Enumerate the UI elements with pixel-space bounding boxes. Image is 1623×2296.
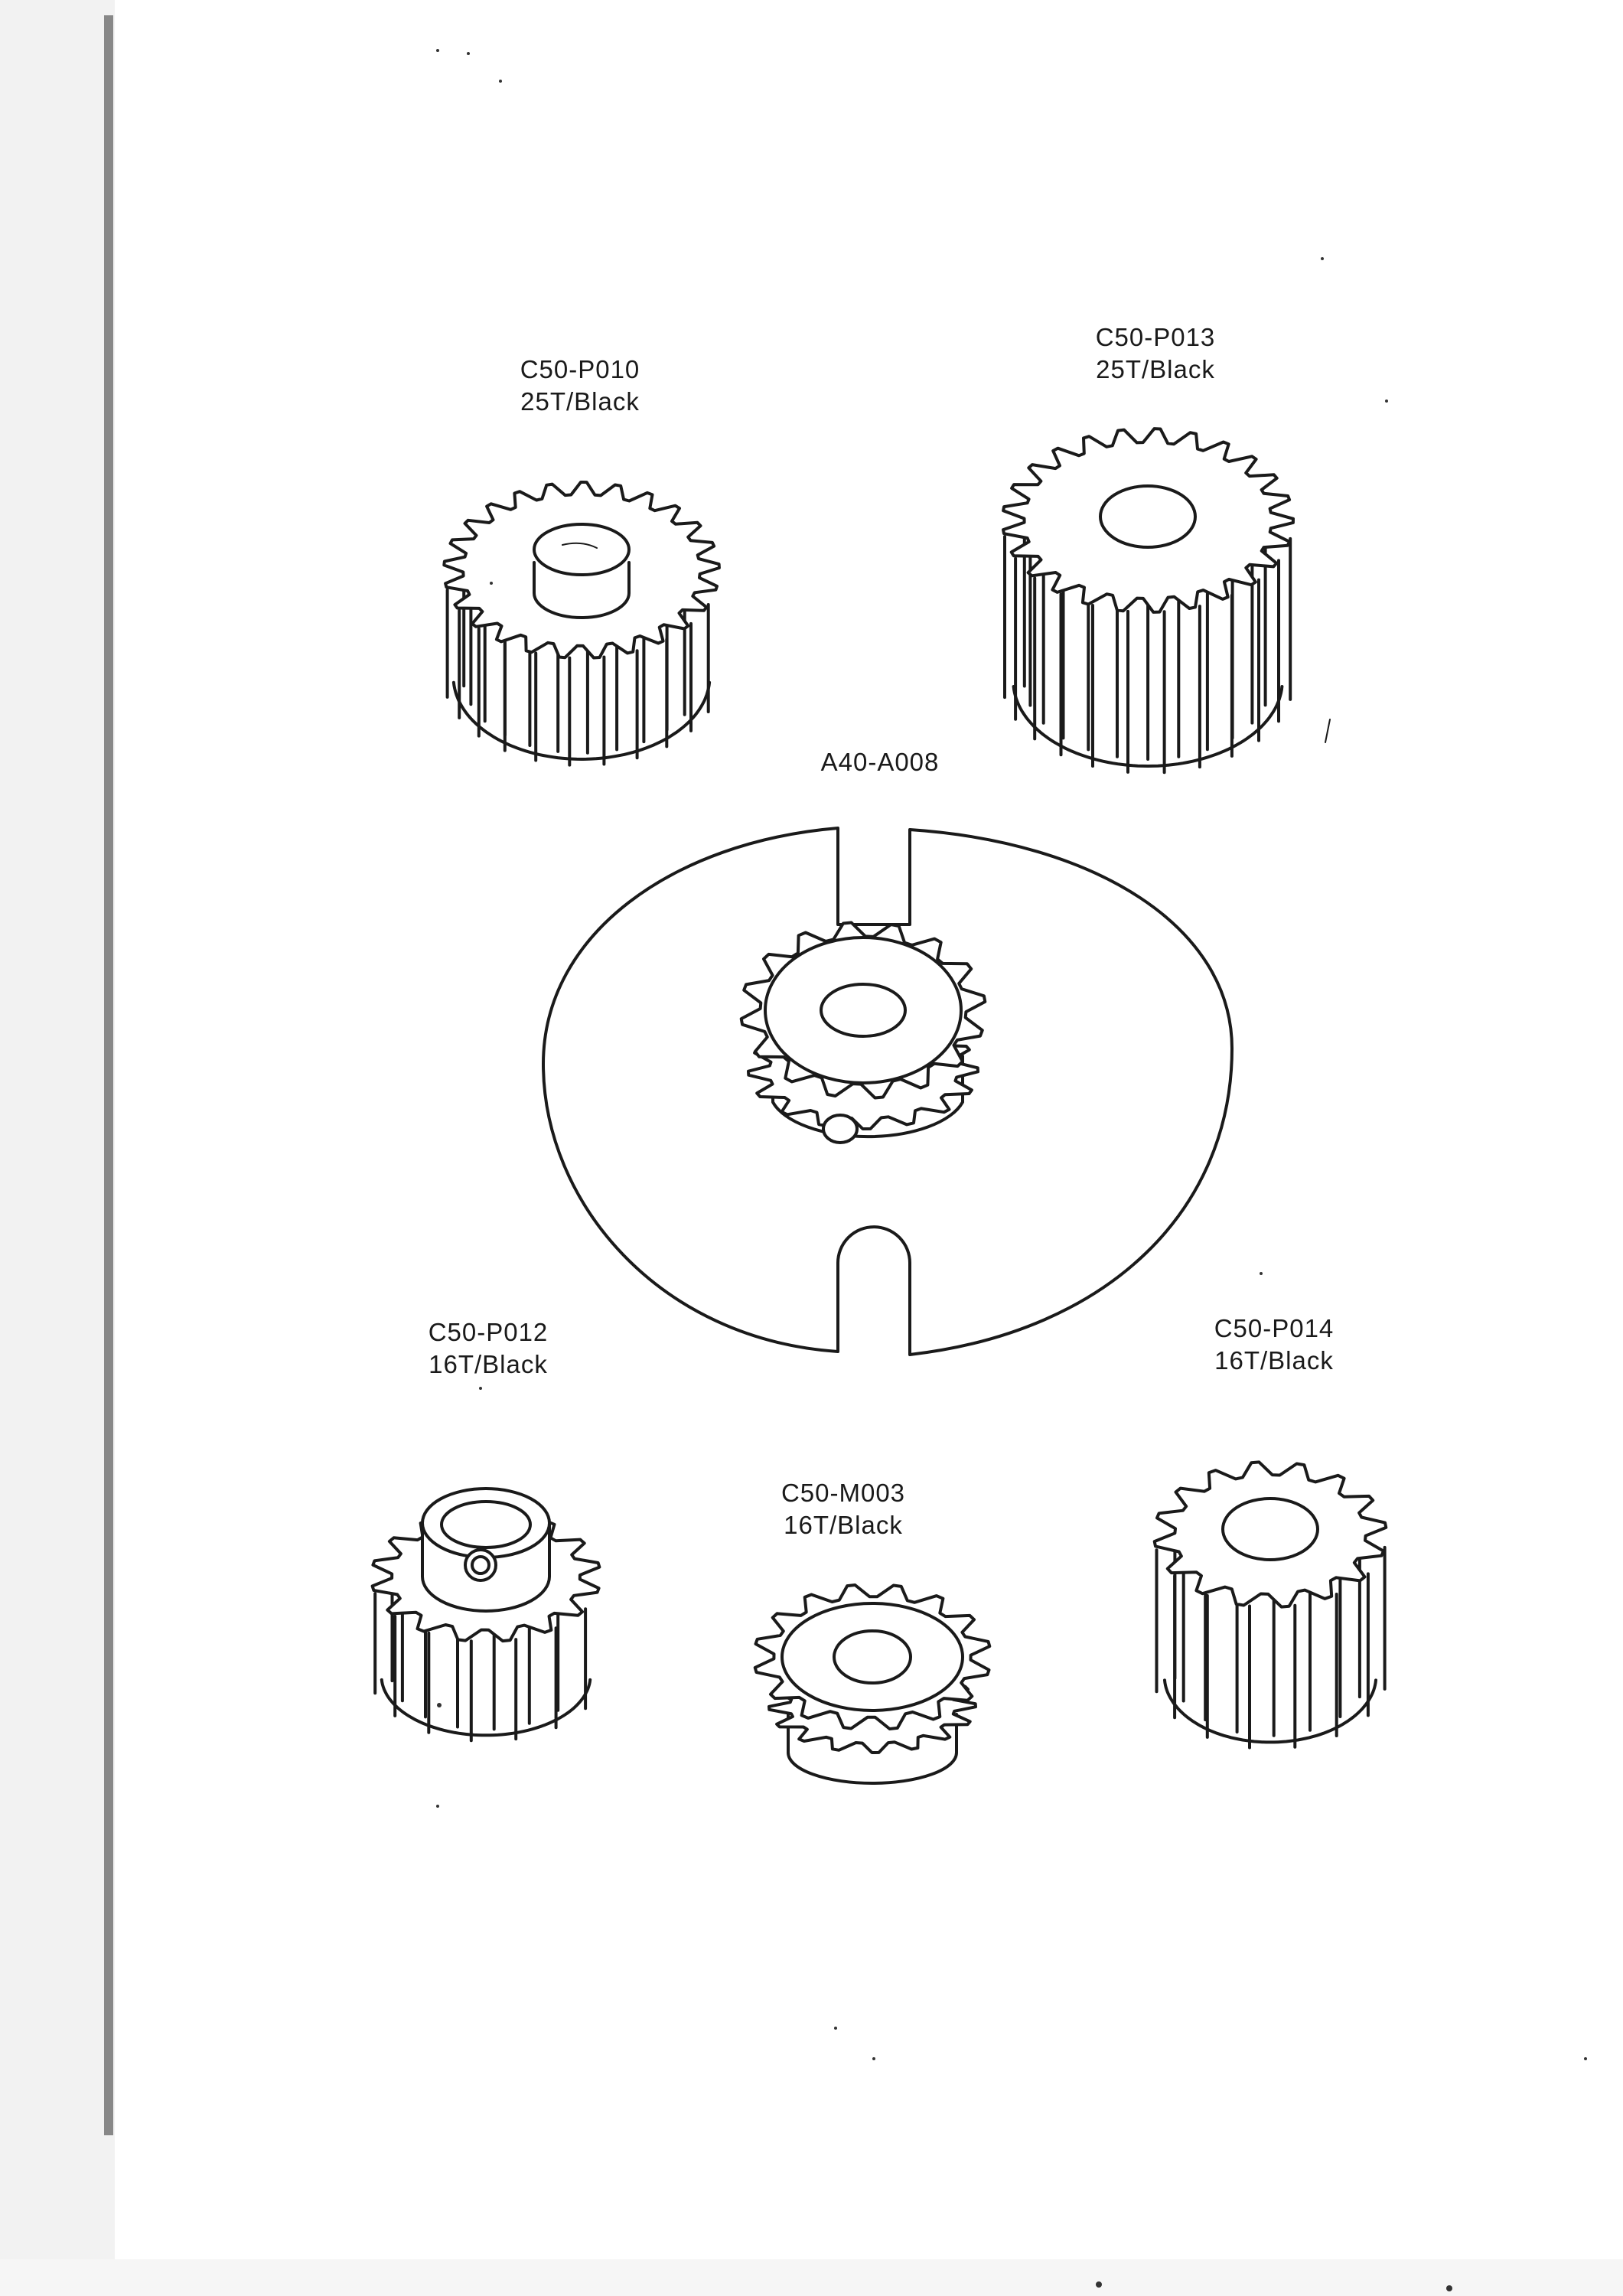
boss-bore: [440, 1500, 532, 1549]
part-code: C50-P014: [1214, 1314, 1335, 1342]
part-code: C50-M003: [781, 1479, 906, 1507]
set-screw-inner: [471, 1555, 490, 1575]
label-c50-p014: C50-P014 16T/Black: [1190, 1313, 1358, 1377]
part-spec: 25T/Black: [520, 387, 640, 416]
part-code: C50-P012: [428, 1318, 549, 1346]
part-code: C50-P013: [1095, 323, 1216, 351]
gear-c50-p013: [1002, 427, 1295, 775]
page-binding-shadow: [0, 0, 115, 2296]
part-spec: 16T/Black: [1214, 1346, 1334, 1375]
label-a40-a008: A40-A008: [796, 746, 964, 778]
part-spec: 25T/Black: [1096, 355, 1215, 383]
gear-c50-p010: [442, 481, 721, 767]
gear-bore: [1221, 1497, 1319, 1561]
gear-bore: [1099, 484, 1197, 549]
scan-stroke: [1325, 719, 1331, 743]
page-binding-edge: [104, 15, 113, 2135]
label-c50-p010: C50-P010 25T/Black: [496, 354, 664, 418]
label-c50-p013: C50-P013 25T/Black: [1071, 321, 1240, 386]
gear-bottom-outline: [380, 1678, 592, 1737]
gear-c50-p014: [1152, 1460, 1388, 1750]
set-screw: [822, 1114, 859, 1144]
hub-side: [533, 561, 631, 619]
label-c50-m003: C50-M003 16T/Black: [759, 1477, 927, 1541]
gear-c50-m003: [753, 1583, 992, 1785]
part-code: A40-A008: [820, 748, 940, 776]
set-screw-hole: [464, 1548, 497, 1582]
hub-bore-mark: [562, 542, 598, 549]
page-bottom-edge: [0, 2259, 1623, 2296]
part-spec: 16T/Black: [429, 1350, 548, 1378]
gear-a40-a008: [542, 827, 1234, 1356]
part-code: C50-P010: [520, 355, 640, 383]
gear-bottom-outline: [451, 680, 712, 761]
part-spec: 16T/Black: [784, 1511, 903, 1539]
gear-bore: [820, 983, 907, 1038]
hub-top: [533, 523, 631, 576]
gear-c50-p012: [370, 1487, 601, 1743]
gear-bottom-outline: [1163, 1678, 1377, 1744]
a40-a008-slotted-disc: [542, 827, 1234, 1356]
gear-bore: [833, 1629, 912, 1684]
scan-specks: [436, 49, 1587, 2291]
label-c50-p012: C50-P012 16T/Black: [404, 1316, 572, 1381]
